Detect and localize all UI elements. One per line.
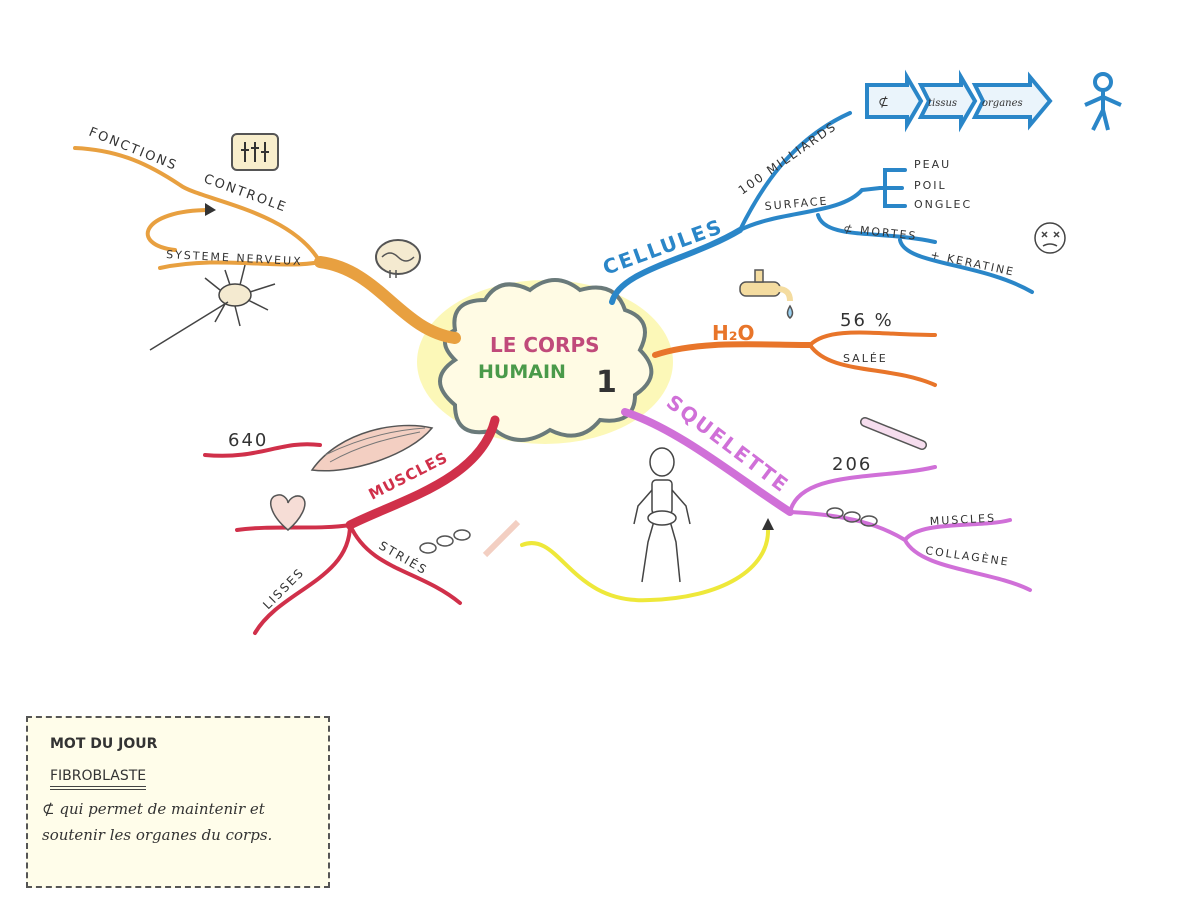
label-h2o: H₂O [712, 321, 755, 345]
word-of-the-day-word: FIBROBLASTE [50, 768, 147, 790]
neuron-icon [149, 264, 276, 351]
chain-cell: ⊄ [878, 95, 889, 110]
label-100-milliards: 100 MILLIARDS [736, 119, 840, 198]
label-surface: SURFACE [764, 194, 829, 213]
label-keratine: + KERATINE [929, 248, 1016, 279]
heart-icon [269, 494, 306, 531]
branch-h2o: H₂O 56 % SALÉE [652, 269, 937, 387]
tap-icon [739, 269, 794, 319]
label-salee: SALÉE [843, 352, 888, 365]
word-of-the-day-definition: ⊄ qui permet de maintenir et soutenir le… [42, 800, 273, 844]
label-206: 206 [832, 454, 872, 475]
stick-figure-icon [1084, 72, 1122, 131]
skeleton-icon [633, 447, 691, 583]
yellow-arrow [520, 526, 771, 603]
title-line1: LE CORPS [490, 333, 600, 357]
label-ongles: ONGLEC [914, 198, 972, 211]
vertebrae-icon [826, 507, 878, 527]
label-peau: PEAU [914, 158, 951, 171]
label-56-percent: 56 % [840, 310, 894, 331]
muscle-icon [310, 424, 434, 472]
chain-icon [419, 519, 521, 558]
branch-cellules: CELLULES 100 MILLIARDS SURFACE PEAU POIL… [600, 69, 1122, 305]
word-of-the-day-box: MOT DU JOUR FIBROBLASTE ⊄ qui permet de … [26, 716, 330, 888]
chain-organes: organes [982, 98, 1023, 109]
control-panel-icon [231, 133, 279, 171]
bone-icon [860, 417, 927, 450]
dizzy-face-icon [1034, 222, 1066, 254]
branch-nerveux: FONCTIONS CONTROLE SYSTEME NERVEUX [73, 125, 461, 351]
chain-tissus: tissus [928, 98, 957, 109]
word-of-the-day-title: MOT DU JOUR [50, 736, 158, 752]
central-topic: LE CORPS HUMAIN 1 [417, 278, 673, 444]
title-line2: HUMAIN [478, 361, 566, 383]
label-mortes: ⊄ MORTES [843, 222, 918, 243]
label-640: 640 [228, 430, 268, 451]
cell-to-organ-chain: ⊄ tissus organes [865, 69, 1053, 133]
title-number: 1 [596, 365, 617, 400]
brain-icon [375, 239, 421, 278]
branch-muscles: MUSCLES 640 LISSES STRIÉS [203, 415, 521, 635]
label-poil: POIL [914, 179, 947, 192]
label-collagene: COLLAGÈNE [925, 544, 1011, 569]
label-squelette-muscles: MUSCLES [929, 512, 996, 528]
